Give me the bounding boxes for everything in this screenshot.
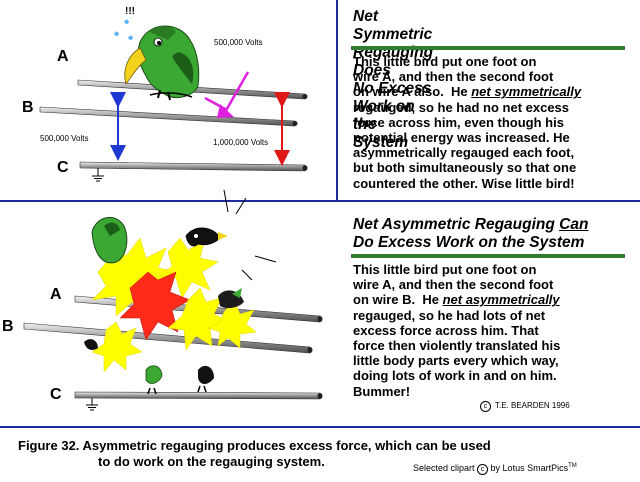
bottom-body-line: wire A, and then the second foot [353, 277, 554, 293]
caption-divider [0, 426, 640, 428]
bottom-body-line: excess force across him. That [353, 322, 539, 338]
crow-bird-icon [114, 19, 200, 101]
top-body-line: potential energy was increased. He [353, 130, 570, 146]
bottom-heading-line1: Net Asymmetric Regauging Can [353, 216, 588, 234]
top-label-c: C [57, 159, 69, 176]
top-body-emphasis: net symmetrically [471, 84, 582, 100]
bird-fragment-head [185, 227, 228, 247]
bottom-body-emphasis: net asymmetrically [442, 292, 560, 308]
bottom-body-line: This little bird put one foot on [353, 262, 537, 277]
volt-label-ab: 500,000 Volts [40, 134, 89, 143]
author-text: T.E. BEARDEN 1996 [495, 401, 570, 410]
bottom-label-a: A [50, 286, 62, 303]
trademark-mark: TM [568, 463, 577, 469]
top-body-line: but both simultaneously so that one [353, 160, 577, 176]
bottom-body-line: force then violently translated his [353, 338, 561, 354]
copyright-icon: c [480, 401, 491, 412]
bird-fragment-wing [218, 288, 244, 309]
bottom-heading-line2: Do Excess Work on the System [353, 234, 585, 251]
caption-line2: to do work on the regauging system. [98, 454, 325, 469]
credit-text2: by Lotus SmartPics [488, 463, 569, 473]
volt-label-bird: 500,000 Volts [214, 38, 263, 47]
top-body-line: regauged, so he had no net excess [353, 99, 570, 115]
author-credit: c T.E. BEARDEN 1996 [480, 401, 570, 412]
caption-line1: Figure 32. Asymmetric regauging produces… [18, 438, 491, 453]
top-wire-b [39, 106, 298, 127]
top-heading: Net Symmetric Regauging Does No Excess W… [353, 8, 433, 152]
volt-label-ac: 1,000,000 Volts [213, 138, 269, 147]
clipart-credit: Selected clipart c by Lotus SmartPicsTM [413, 463, 577, 475]
bottom-label-c: C [50, 386, 62, 403]
bird-fragment-green-body [91, 217, 128, 264]
top-heading-bar [351, 46, 625, 50]
arrow-bird-magenta [204, 71, 250, 118]
bottom-body-line: on wire B. He net asymmetrically [353, 292, 635, 307]
top-body-line: on wire A also. He net symmetrically [353, 84, 635, 99]
bottom-body-line: doing lots of work in and on him. [353, 368, 557, 384]
figure-caption: Figure 32. Asymmetric regauging produces… [18, 438, 491, 470]
bottom-body-line: little body parts every which way, [353, 353, 559, 369]
credit-text: Selected clipart [413, 463, 478, 473]
bottom-body-line: Bummer! [353, 383, 411, 399]
bird-fragment-small [84, 339, 214, 395]
exclaim-text: !!! [125, 6, 135, 17]
bottom-wire-c [74, 391, 323, 411]
top-body-line: This little bird put one foot on [353, 54, 537, 69]
top-label-b: B [22, 99, 34, 116]
horizontal-divider [0, 200, 640, 202]
bottom-label-b: B [2, 318, 14, 335]
top-body-line: wire A, and then the second foot [353, 69, 554, 85]
top-body-line: countered the other. Wise little bird! [353, 175, 575, 191]
top-body-line-pre: on wire A also. He [353, 84, 472, 100]
bottom-heading-bar [351, 254, 625, 258]
bottom-body: This little bird put one foot on wire A,… [353, 262, 635, 399]
copyright-icon: c [477, 464, 489, 475]
bottom-heading-emphasis: Can [559, 216, 589, 233]
bottom-body-line: regauged, so he had lots of net [353, 307, 546, 323]
top-body-line: force across him, even though his [353, 114, 564, 130]
vertical-divider [336, 0, 338, 200]
top-label-a: A [57, 48, 69, 65]
top-body-line: asymmetrically regauged each foot, [353, 145, 575, 161]
top-wire-c [79, 161, 308, 182]
bottom-heading: Net Asymmetric Regauging Can Do Excess W… [353, 216, 588, 252]
top-heading-line2: No Excess Work on the System [353, 80, 432, 151]
bottom-heading-pre: Net Asymmetric Regauging [353, 216, 560, 233]
top-body: This little bird put one foot on wire A,… [353, 54, 635, 191]
bottom-body-line-pre: on wire B. He [353, 292, 443, 308]
